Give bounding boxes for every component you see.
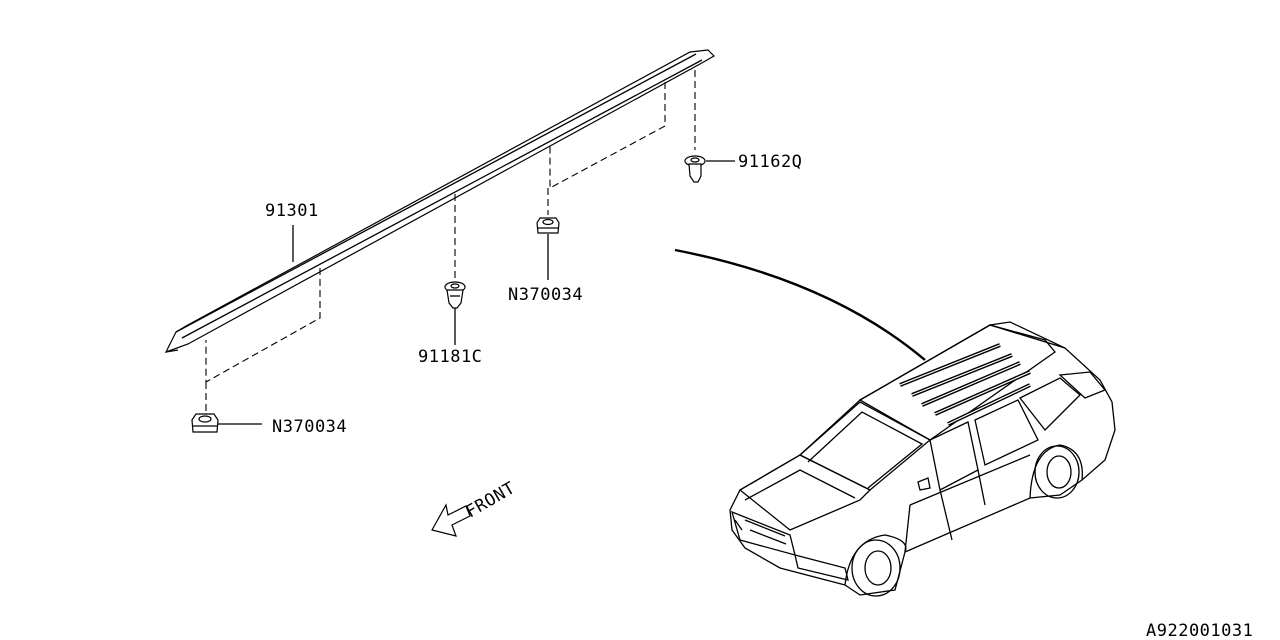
label-91301: 91301 xyxy=(265,201,319,221)
nut-left-part xyxy=(191,413,219,433)
clip-91162q-part xyxy=(684,155,706,183)
clip-91181c-part xyxy=(444,281,466,309)
vehicle-illustration xyxy=(729,321,1116,597)
label-91181c: 91181C xyxy=(418,347,482,367)
dashed-leaders xyxy=(205,70,696,412)
vehicle-roof-rails xyxy=(899,343,1031,426)
roof-rail-molding xyxy=(164,49,715,354)
label-n370034-left: N370034 xyxy=(272,417,347,437)
label-front: FRONT xyxy=(463,478,519,522)
front-arrow-icon xyxy=(431,503,471,537)
label-leaders xyxy=(218,160,735,425)
label-91162q: 91162Q xyxy=(738,152,802,172)
drawing-number: A922001031 xyxy=(1146,621,1253,640)
nut-mid-part xyxy=(536,217,560,234)
pointer-to-vehicle xyxy=(674,248,926,361)
label-n370034-mid: N370034 xyxy=(508,285,583,305)
